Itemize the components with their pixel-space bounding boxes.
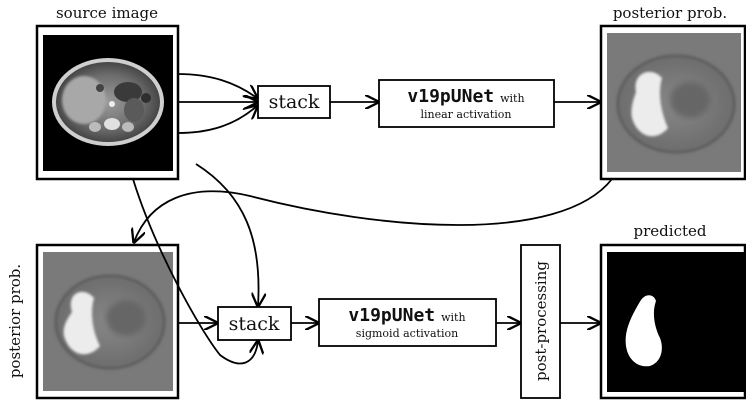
arrow-posterior-loop [134,178,613,242]
post-processing-box: post-processing [520,244,561,399]
source-image-frame [35,24,180,181]
posterior-top-frame [599,24,746,181]
predicted-mask [625,295,662,367]
source-image-scan [52,58,164,146]
arrow-src-stack-1 [177,73,257,98]
arrow-src-stack-bottom-a [195,163,259,306]
predicted-frame [599,243,746,400]
posterior-top-label: posterior prob. [613,4,727,22]
stack-bottom-box: stack [217,306,292,341]
arrow-src-stack-bottom-b [132,178,258,365]
posterior-left-frame [35,243,180,400]
arrows [132,73,613,365]
net-bottom-activation: sigmoid activation [356,327,458,340]
stack-top-box: stack [257,85,331,119]
predicted-label: predicted [634,222,707,240]
source-image-label: source image [56,4,158,22]
stack-bottom-label: stack [229,313,280,335]
post-processing-label: post-processing [532,261,550,381]
arrow-src-stack-3 [177,106,257,134]
stack-top-label: stack [269,91,320,113]
posterior-left-label: posterior prob. [6,264,24,378]
net-top-activation: linear activation [420,108,511,121]
